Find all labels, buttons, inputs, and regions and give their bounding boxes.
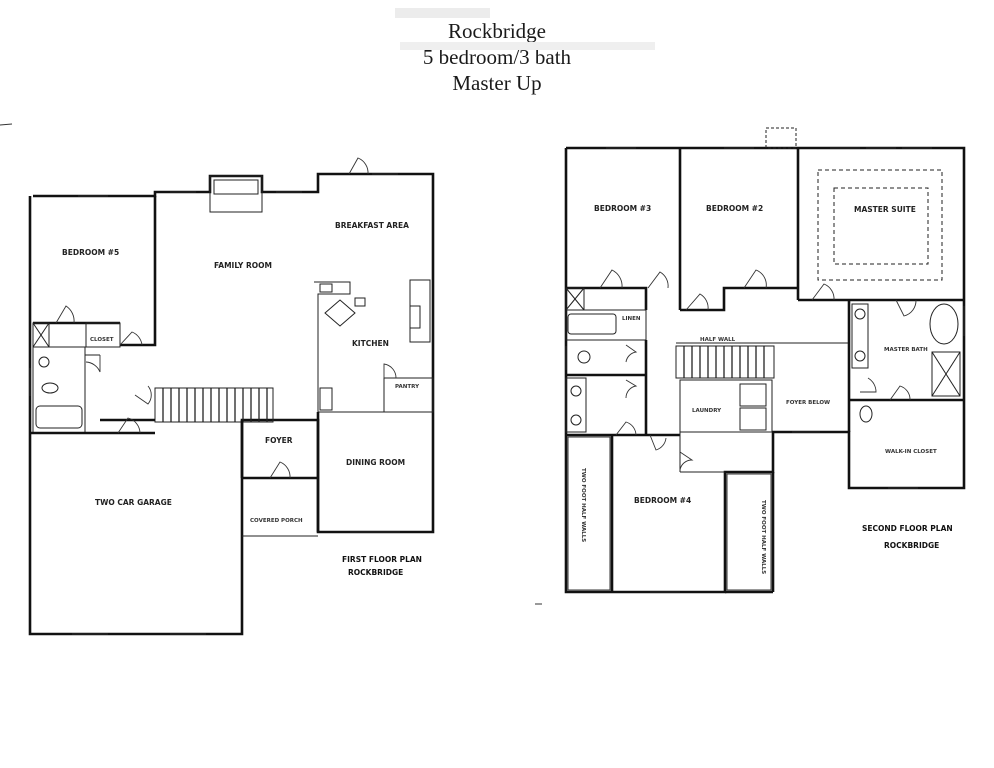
- closet-box: [565, 287, 585, 311]
- room-label-dining-room: DINING ROOM: [346, 458, 405, 467]
- room-label-walkin-closet: WALK-IN CLOSET: [885, 449, 937, 455]
- scan-ghost-mark: [400, 42, 655, 50]
- sink-icon: [38, 356, 50, 368]
- vanity: [851, 303, 869, 369]
- hall-bath-upper: [565, 309, 647, 341]
- window-marks: [565, 147, 965, 593]
- fireplace: [209, 175, 263, 213]
- door-arcs: [599, 269, 917, 471]
- room-label-bedroom4: BEDROOM #4: [634, 496, 691, 505]
- room-label-foyer-below: FOYER BELOW: [786, 400, 830, 406]
- pantry-box: [383, 377, 434, 413]
- room-label-breakfast-area: BREAKFAST AREA: [335, 221, 409, 230]
- second-floor-plan: BEDROOM #3 BEDROOM #2 MASTER SUITE MASTE…: [564, 127, 966, 594]
- closet-mark: [32, 322, 50, 348]
- room-label-covered-porch: COVERED PORCH: [250, 518, 303, 524]
- bathtub-icon: [929, 303, 959, 345]
- second-floor-plan-name: ROCKBRIDGE: [884, 541, 939, 550]
- room-label-half-walls-left: TWO FOOT HALF WALLS: [580, 468, 586, 542]
- stair-treads: [683, 346, 765, 378]
- window-marks: [29, 173, 400, 635]
- vanity: [565, 377, 587, 433]
- two-foot-half-wall-left: [567, 436, 611, 591]
- refrigerator-icon: [319, 387, 333, 411]
- stairs: [154, 387, 274, 423]
- toilet-icon: [859, 405, 873, 423]
- first-floor-outer-wall: [28, 172, 435, 636]
- chimney-outline: [765, 127, 797, 149]
- first-floor-plan: BEDROOM #5 FAMILY ROOM BREAKFAST AREA KI…: [28, 157, 435, 636]
- plan-title: Rockbridge: [448, 19, 546, 43]
- kitchen-appliance: [354, 297, 366, 307]
- room-label-master-bath: MASTER BATH: [884, 347, 928, 353]
- room-label-half-wall: HALF WALL: [700, 337, 736, 343]
- room-label-kitchen: KITCHEN: [352, 339, 389, 348]
- dryer-icon: [739, 407, 767, 431]
- two-foot-half-wall-right: [726, 473, 772, 591]
- room-label-linen: LINEN: [622, 316, 641, 322]
- room-label-foyer: FOYER: [265, 436, 293, 445]
- room-label-garage: TWO CAR GARAGE: [95, 498, 172, 507]
- kitchen-counter: [314, 281, 351, 412]
- room-label-pantry: PANTRY: [395, 384, 420, 390]
- bedroom5-wall: [120, 196, 157, 347]
- bathtub-icon: [567, 313, 617, 335]
- bathtub-icon: [35, 405, 83, 429]
- bedroom3-wall: [566, 286, 648, 310]
- scan-ghost-mark: [395, 8, 490, 18]
- stairs: [675, 345, 775, 379]
- toilet-icon: [577, 350, 591, 364]
- closet-mark: [565, 287, 585, 311]
- room-label-half-walls-right: TWO FOOT HALF WALLS: [760, 500, 766, 574]
- room-label-closet: CLOSET: [90, 337, 114, 343]
- closet-box: [85, 322, 121, 348]
- sink-icon: [854, 308, 866, 320]
- kitchen-island: [324, 299, 356, 327]
- room-label-bedroom3: BEDROOM #3: [594, 204, 651, 213]
- shower-icon: [931, 351, 961, 397]
- washer-icon: [739, 383, 767, 407]
- plan-subtitle-2: Master Up: [452, 71, 542, 95]
- shower-mark: [931, 351, 961, 397]
- room-label-family-room: FAMILY ROOM: [214, 261, 272, 270]
- laundry-room: [679, 379, 773, 433]
- room-label-master-suite: MASTER SUITE: [854, 205, 916, 214]
- stair-treads: [162, 388, 268, 422]
- toilet-icon: [41, 382, 59, 394]
- sink-icon: [409, 305, 421, 329]
- second-floor-plan-title: SECOND FLOOR PLAN: [862, 524, 953, 533]
- first-floor-plan-title: FIRST FLOOR PLAN: [342, 555, 422, 564]
- sink-icon: [854, 350, 866, 362]
- bedroom2-wall: [680, 286, 798, 312]
- sink-icon: [570, 414, 582, 426]
- room-label-bedroom5: BEDROOM #5: [62, 248, 119, 257]
- door-arcs: [55, 157, 397, 479]
- master-tray-ceiling-inner: [833, 187, 929, 265]
- first-floor-plan-name: ROCKBRIDGE: [348, 568, 403, 577]
- scan-edge-mark: [0, 123, 13, 126]
- sink-icon: [570, 385, 582, 397]
- first-floor-bath: [32, 346, 86, 434]
- fireplace-hearth: [213, 179, 259, 195]
- room-label-laundry: LAUNDRY: [692, 408, 722, 414]
- master-tray-ceiling: [817, 169, 943, 281]
- room-label-bedroom2: BEDROOM #2: [706, 204, 763, 213]
- kitchen-appliance: [319, 283, 333, 293]
